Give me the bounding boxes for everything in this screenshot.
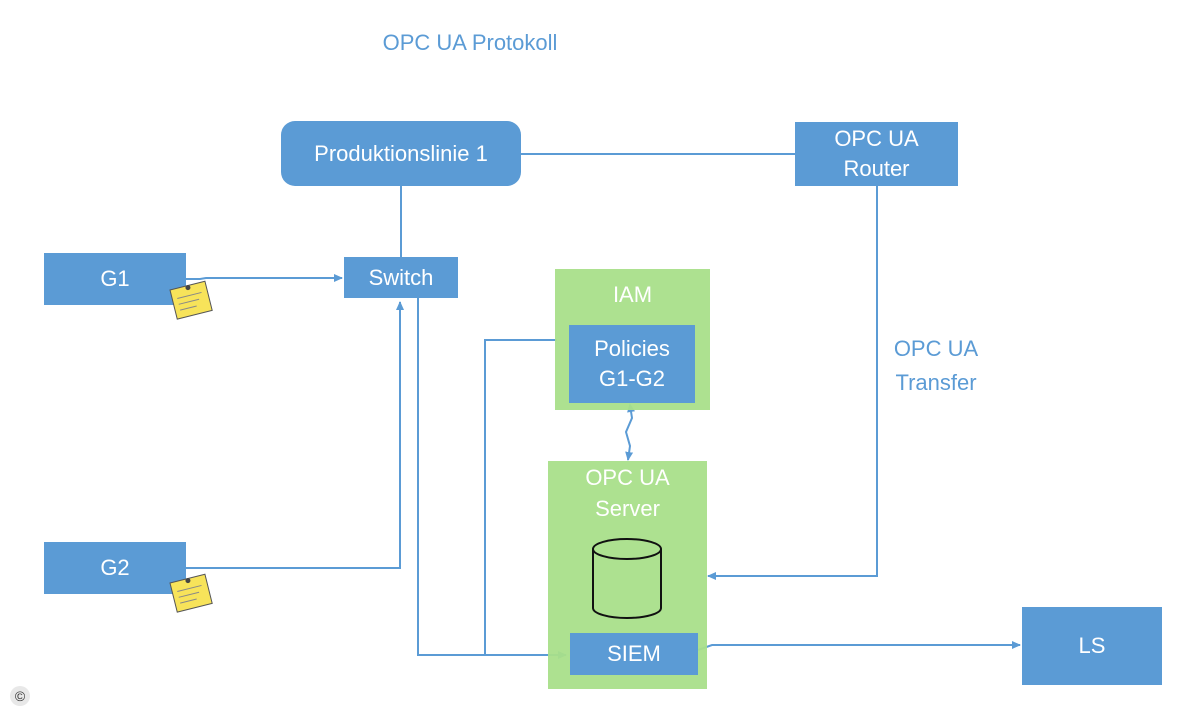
router-label-line1: OPC UA (834, 126, 919, 152)
arrow-switch-siem (417, 298, 567, 659)
sticky-note-icon (169, 573, 213, 613)
link-policies-siem (484, 339, 557, 655)
policies-label-line2: G1-G2 (598, 366, 666, 391)
produktionslinie-label: Produktionslinie 1 (314, 140, 488, 166)
g2-node: G2 (44, 542, 186, 594)
server-label-line2: Server (595, 495, 660, 521)
siem-label: SIEM (607, 641, 661, 667)
iam-label: IAM (612, 282, 653, 307)
arrow-g2-switch (186, 301, 404, 569)
siem-node: SIEM (570, 633, 698, 675)
transfer-label-line1: OPC UA (893, 336, 979, 361)
g2-label: G2 (100, 555, 130, 581)
switch-node: Switch (344, 257, 458, 298)
arrow-policies-server (624, 403, 636, 461)
transfer-label: OPC UA Transfer (866, 332, 1006, 400)
ls-label: LS (1078, 633, 1106, 659)
arrow-g1-switch (186, 274, 343, 282)
transfer-label-line2: Transfer (895, 370, 977, 396)
server-label: OPC UA Server (548, 463, 707, 525)
policies-node: Policies G1-G2 (569, 325, 695, 403)
sticky-note-icon (169, 280, 213, 320)
g1-label: G1 (100, 266, 130, 292)
opcua-router-node: OPC UA Router (795, 122, 958, 186)
produktionslinie-node: Produktionslinie 1 (281, 121, 521, 186)
arrow-router-server (707, 186, 878, 580)
diagram-title: OPC UA Protokoll (382, 30, 558, 55)
copyright-icon: © (10, 686, 30, 706)
router-label-line2: Router (843, 156, 910, 181)
g1-node: G1 (44, 253, 186, 305)
ls-node: LS (1022, 607, 1162, 685)
policies-label-line1: Policies (594, 336, 670, 362)
server-label-line1: OPC UA (585, 465, 670, 490)
database-icon (592, 538, 662, 619)
switch-label: Switch (368, 264, 434, 290)
